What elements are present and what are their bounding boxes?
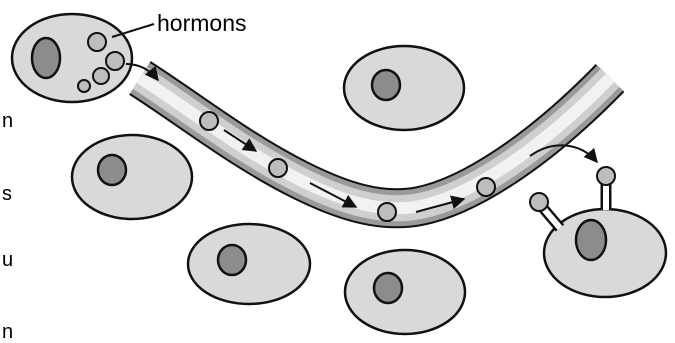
hormone-in-vessel: [378, 203, 396, 221]
hormone-in-vessel: [477, 178, 495, 196]
secreting-cell: [12, 14, 132, 102]
cell-nucleus: [218, 245, 246, 275]
edge-text: n: [2, 110, 13, 132]
bound-hormone: [530, 193, 548, 211]
hormone-vesicle: [88, 33, 106, 51]
body-cell: [72, 135, 192, 219]
bound-hormone: [597, 167, 615, 185]
hormone-in-vessel: [269, 159, 287, 177]
body-cell: [345, 250, 465, 334]
target-cell: [530, 167, 666, 297]
receptor: [597, 167, 615, 210]
hormone-vesicle: [93, 68, 109, 84]
hormones-label: hormons: [157, 10, 246, 36]
edge-text: u: [2, 249, 13, 271]
edge-text: n: [2, 321, 13, 343]
target-cell-nucleus: [576, 220, 606, 260]
body-cell: [344, 46, 464, 130]
hormone-vesicle: [78, 80, 90, 92]
secreting-cell-nucleus: [32, 38, 60, 78]
cell-nucleus: [372, 70, 400, 100]
receptor: [530, 193, 560, 228]
hormone-vesicle: [106, 52, 124, 70]
cell-nucleus: [374, 273, 402, 303]
cell-nucleus: [98, 155, 126, 185]
hormone-in-vessel: [200, 112, 218, 130]
body-cell: [188, 224, 310, 304]
edge-text: s: [2, 183, 12, 205]
target-cell-body: [544, 209, 666, 297]
